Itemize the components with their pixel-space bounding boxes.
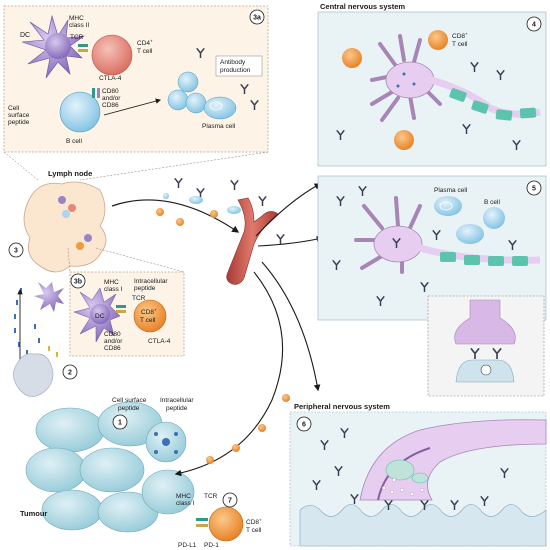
step-3b-number: 3b [74, 279, 82, 286]
tumour-intracellular-label-2: peptide [166, 405, 188, 412]
mhc2-label-2: class II [69, 22, 89, 29]
cd8-t-cell-3b-icon [133, 299, 167, 333]
b-cell-icon [59, 91, 101, 133]
cd80-label-3: CD86 [102, 102, 119, 109]
plasma-cell-cluster-icon [167, 71, 237, 120]
mhc1-3b-label-2: class I [104, 286, 123, 293]
dc-3b-label: DC [95, 313, 105, 320]
plasma-cell-5-icon [434, 196, 462, 216]
cd80-3b-label-2: and/or [104, 338, 123, 345]
cd80-label-2: and/or [102, 95, 121, 102]
antibody-production-label-2: production [220, 67, 251, 74]
dc-label: DC [20, 32, 30, 39]
panel-3a: 3a DC MHC class II TCR CD4+ T cell CTLA-… [3, 5, 269, 153]
migrating-dc-icon [34, 282, 64, 312]
cd4-label-2: T cell [137, 48, 153, 55]
cd8-tumour-label: CD8+ [246, 518, 262, 527]
tcr-3b-label: TCR [132, 295, 146, 302]
ctla4-label: CTLA-4 [99, 75, 122, 82]
cd8-tumour-label-2: T cell [246, 527, 262, 534]
tcr-tumour-label: TCR [204, 493, 218, 500]
cd8-t-cell-4a-icon [342, 48, 362, 68]
tumour-label: Tumour [20, 509, 47, 518]
mhc1-3b-label: MHC [104, 279, 119, 286]
nerve-terminal-icon [359, 419, 547, 501]
intracellular-3b-label-2: peptide [134, 285, 156, 292]
cd4-label: CD4+ [137, 39, 153, 48]
mhc1-tumour-label: MHC [176, 493, 191, 500]
b-cell-5-label: B cell [484, 199, 500, 206]
antibody-production-label: Antibody [220, 59, 246, 66]
ctla4-3b-label: CTLA-4 [148, 338, 171, 345]
step-2-number: 2 [68, 370, 72, 377]
step-3a-number: 3a [253, 15, 261, 22]
plasma-cell-label: Plasma cell [202, 123, 236, 130]
step-4-number: 4 [532, 22, 536, 29]
blood-vessel-icon [226, 197, 279, 285]
muscle-membrane-icon [299, 504, 547, 547]
panel-4: 4 CD8+ T cell [317, 11, 547, 167]
neuron-4-icon [370, 34, 541, 122]
surface-peptide-label-2: surface [8, 112, 30, 119]
step-7-number: 7 [228, 498, 232, 505]
cd4-t-cell-icon [91, 34, 133, 76]
plasma-cell-5-label: Plasma cell [434, 187, 468, 194]
pd1-label: PD-1 [204, 542, 219, 549]
pdl1-label: PD-L1 [178, 542, 197, 549]
b-cell-5-icon [483, 207, 505, 229]
lymph-node-icon [23, 181, 107, 273]
cd8-t-cell-4b-icon [428, 30, 448, 50]
tumour-surface-peptide-label: Cell surface [112, 397, 147, 404]
step-6-number: 6 [302, 422, 306, 429]
step-1-number: 1 [118, 420, 122, 427]
cns-title: Central nervous system [320, 2, 405, 11]
cd80-3b-label: CD80 [104, 331, 121, 338]
dc-3b-icon [73, 287, 121, 343]
dendritic-cell-icon [21, 14, 86, 79]
cd80-3b-label-3: CD86 [104, 345, 121, 352]
synapse-inset [427, 295, 545, 397]
panel-3a-frame [3, 5, 269, 153]
cd8-4-label-2: T cell [452, 41, 468, 48]
cd8-t-cell-4c-icon [394, 130, 414, 150]
returning-t-cells-icon [206, 394, 290, 464]
mhc1-tumour-label-2: class I [176, 500, 195, 507]
tumour-intracellular-label: Intracellular [160, 397, 194, 404]
tcr-label: TCR [70, 34, 84, 41]
intracellular-3b-label: Intracellular [134, 278, 168, 285]
b-cell-label: B cell [66, 138, 82, 145]
circulating-t-cells-icon [156, 193, 241, 226]
cd8-4-label: CD8+ [452, 32, 468, 41]
neuron-5-icon [354, 196, 541, 274]
tumour-cells-icon [13, 353, 195, 533]
cd8-3b-label-2: T cell [140, 317, 156, 324]
step-3-number: 3 [14, 248, 18, 255]
cd8-t-cell-tumour-icon [208, 506, 244, 542]
panel-6: 6 [289, 411, 547, 547]
surface-peptide-label: Cell [8, 105, 20, 112]
cd8-3b-label: CD8+ [141, 308, 157, 317]
lymph-node-label: Lymph node [48, 169, 92, 178]
mhc2-label: MHC [69, 15, 84, 22]
pns-title: Peripheral nervous system [294, 402, 390, 411]
tumour-surface-peptide-label-2: peptide [118, 405, 140, 412]
cd80-label: CD80 [102, 88, 119, 95]
step-5-number: 5 [532, 186, 536, 193]
surface-peptide-label-3: peptide [8, 119, 30, 126]
mhc-tcr-receptor-icon [78, 44, 88, 47]
panel-3b: 3b DC CD8+ T cell MHC class I Intracellu… [69, 271, 185, 357]
